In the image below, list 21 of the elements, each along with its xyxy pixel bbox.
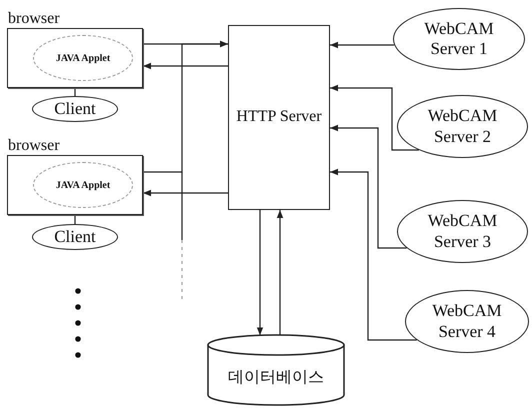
server-box: HTTP Server [228, 25, 330, 210]
window-title: browser [8, 10, 60, 28]
arrow [276, 210, 284, 335]
arrow [256, 210, 264, 336]
ellipse-node: Client [32, 224, 118, 250]
arrow [330, 168, 417, 341]
ellipse-node: WebCAM Server 2 [397, 95, 528, 158]
arrow [143, 40, 228, 173]
arrow [143, 190, 228, 196]
ellipse-node: Client [32, 96, 118, 122]
arrow [330, 84, 419, 151]
window-title: browser [8, 137, 60, 155]
ellipse-node: WebCAM Server 1 [393, 8, 525, 70]
applet-ellipse: JAVA Applet [33, 162, 133, 208]
arrow [330, 124, 407, 249]
arrow [143, 62, 228, 70]
database-cylinder: 데이터베이스 [207, 335, 345, 405]
arrow [330, 42, 394, 48]
ellipse-node: WebCAM Server 4 [405, 290, 529, 353]
ellipse-node: WebCAM Server 3 [397, 200, 528, 263]
applet-ellipse: JAVA Applet [33, 35, 133, 81]
